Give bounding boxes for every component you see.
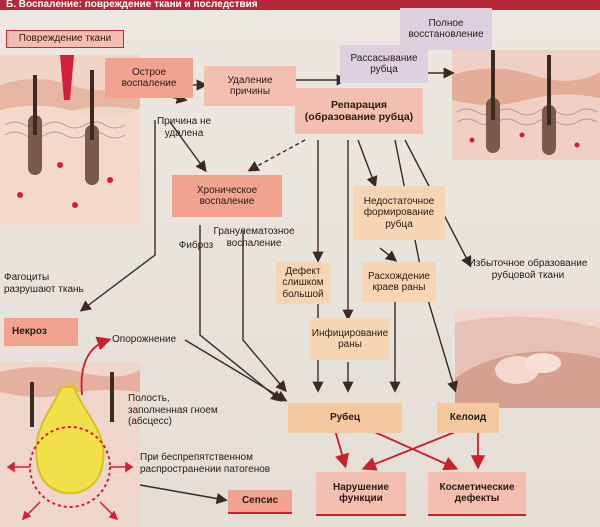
box-chronic-inflammation: Хроническое воспаление	[172, 175, 282, 217]
keloid-photo	[455, 308, 600, 408]
label-fibrosis: Фиброз	[178, 240, 214, 251]
box-function-impairment: Нарушение функции	[316, 472, 406, 516]
box-necrosis: Некроз	[4, 318, 78, 346]
label-excess-scar: Избыточное образование рубцовой ткани	[468, 258, 588, 281]
label-emptying: Опорожнение	[112, 334, 177, 345]
repair-title: Репарация	[330, 98, 388, 111]
box-scar: Рубец	[288, 403, 402, 433]
skin-recovery-illustration	[452, 50, 600, 160]
label-cause-not-removed: Причина не удалена	[156, 116, 212, 139]
box-wound-divergence: Расхождение краев раны	[362, 262, 436, 302]
box-repair: Репарация (образование рубца)	[295, 88, 423, 134]
box-keloid: Келоид	[437, 403, 499, 433]
box-full-recovery: Полное восстановление	[400, 8, 492, 50]
box-tissue-injury: Повреждение ткани	[6, 30, 124, 48]
skin-injury-illustration	[0, 55, 140, 225]
box-acute-inflammation: Острое воспаление	[105, 58, 193, 98]
box-sepsis: Сепсис	[228, 490, 292, 514]
page-header: Б. Воспаление: повреждение ткани и после…	[0, 0, 600, 10]
abscess-illustration	[0, 362, 140, 527]
repair-subtitle: (образование рубца)	[304, 111, 414, 123]
label-pathogen-spread: При беспрепятственном распространении па…	[140, 452, 271, 475]
label-granulomatous: Гранулематозное воспаление	[213, 226, 295, 249]
box-scar-resorption: Рассасывание рубца	[340, 45, 428, 83]
box-insufficient-scar: Недостаточное формирование рубца	[353, 186, 445, 240]
label-phagocytes: Фагоциты разрушают ткань	[4, 272, 84, 295]
label-abscess: Полость, заполненная гноем (абсцесс)	[128, 393, 218, 427]
box-cause-removal: Удаление причины	[204, 66, 296, 106]
box-wound-infection: Инфицирование раны	[310, 318, 390, 360]
box-defect-too-large: Дефект слишком большой	[276, 262, 330, 304]
box-cosmetic-defects: Косметические дефекты	[428, 472, 526, 516]
